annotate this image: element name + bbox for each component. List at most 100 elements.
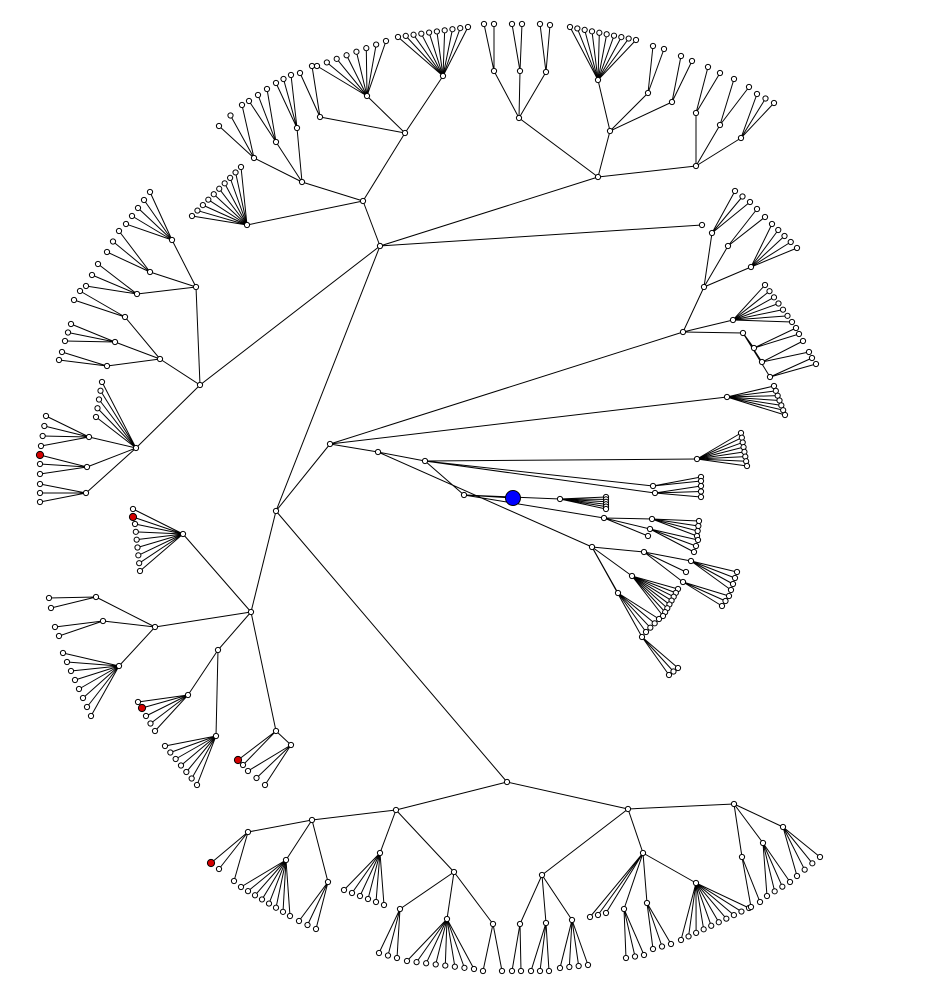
tree-edge <box>597 38 630 81</box>
tree-node <box>639 849 647 857</box>
tree-node <box>136 567 144 575</box>
tree-node <box>133 536 140 543</box>
tree-edge <box>366 95 406 134</box>
tree-node <box>47 604 55 612</box>
tree-node <box>695 517 703 525</box>
tree-node <box>788 318 796 326</box>
tree-node <box>694 536 702 544</box>
tree-nodes <box>35 20 824 975</box>
tree-node <box>715 919 722 926</box>
tree-node <box>282 856 290 864</box>
tree-node <box>729 580 737 588</box>
tree-node <box>254 91 262 99</box>
tree-node <box>261 781 269 789</box>
tree-edge <box>359 852 381 897</box>
tree-edge <box>482 923 494 972</box>
tree-edge <box>346 55 368 97</box>
tree-node <box>298 178 306 186</box>
tree-edge <box>66 661 120 667</box>
tree-node <box>432 961 439 968</box>
tree-edge <box>703 245 729 288</box>
tree-node <box>470 965 478 973</box>
tree-edge <box>492 923 503 972</box>
tree-node <box>795 330 803 338</box>
tree-edge <box>740 98 766 139</box>
tree-edge <box>229 177 248 226</box>
tree-edge <box>741 856 761 903</box>
tree-node <box>63 658 71 666</box>
tree-node <box>697 477 705 485</box>
tree-node <box>546 21 554 29</box>
tree-node <box>215 122 223 130</box>
tree-edge <box>740 93 758 139</box>
tree-edge <box>631 575 677 594</box>
tree-node <box>308 62 316 70</box>
tree-node <box>348 889 356 897</box>
tree-edge <box>70 665 120 672</box>
marked-node <box>206 858 216 868</box>
tree-node <box>244 828 252 836</box>
tree-edge <box>696 437 743 460</box>
tree-node <box>536 20 544 28</box>
tree-edge <box>298 881 329 922</box>
tree-node <box>640 548 648 556</box>
tree-edge <box>248 100 277 143</box>
tree-edge <box>761 351 810 363</box>
tree-edge <box>649 528 695 553</box>
tree-edge <box>136 286 197 295</box>
tree-node <box>698 221 706 229</box>
tree-node <box>625 35 632 42</box>
tree-edge <box>750 223 773 268</box>
tree-node <box>172 755 179 763</box>
tree-edge <box>86 447 137 468</box>
tree-node <box>730 912 737 919</box>
tree-edge <box>329 396 728 445</box>
tree-edge <box>568 919 573 968</box>
tree-edge <box>100 390 137 449</box>
tree-edge <box>247 744 292 772</box>
tree-node <box>272 138 280 146</box>
tree-edge <box>695 882 712 926</box>
tree-node <box>793 872 801 880</box>
tree-edge <box>597 32 600 81</box>
tree-edge <box>301 181 364 202</box>
tree-node <box>690 548 698 556</box>
tree-edge <box>326 62 368 97</box>
tree-node <box>479 967 487 975</box>
tree-node <box>775 226 782 234</box>
focus-node <box>505 490 521 506</box>
tree-edge <box>782 826 821 858</box>
tree-edge <box>695 124 721 167</box>
tree-node <box>372 898 380 906</box>
tree-edge <box>617 592 647 633</box>
tree-edge <box>319 116 406 134</box>
tree-edge <box>696 458 747 462</box>
tree-edge <box>762 842 791 883</box>
tree-edge <box>58 359 108 367</box>
tree-edge <box>603 517 649 537</box>
tree-node <box>111 338 119 346</box>
tree-edge <box>654 491 702 494</box>
tree-node <box>693 455 701 463</box>
tree-node <box>685 933 692 940</box>
tree-edge <box>191 735 217 779</box>
tree-edge <box>48 596 97 599</box>
tree-edge <box>530 922 547 972</box>
tree-edge <box>85 285 138 295</box>
tree-node <box>146 268 154 276</box>
tree-edge <box>559 498 607 510</box>
tree-edge <box>39 463 88 468</box>
tree-edge <box>647 45 654 94</box>
tree-node <box>237 883 245 891</box>
tree-node <box>151 623 159 631</box>
tree-edge <box>171 239 197 288</box>
tree-edge <box>150 694 189 724</box>
tree-edge <box>91 274 138 295</box>
tree-node <box>566 23 574 31</box>
tree-node <box>402 32 409 39</box>
tree-node <box>94 260 102 268</box>
tree-node <box>638 633 646 641</box>
tree-node <box>36 498 44 506</box>
tree-edge <box>518 70 521 119</box>
tree-node <box>214 646 222 654</box>
